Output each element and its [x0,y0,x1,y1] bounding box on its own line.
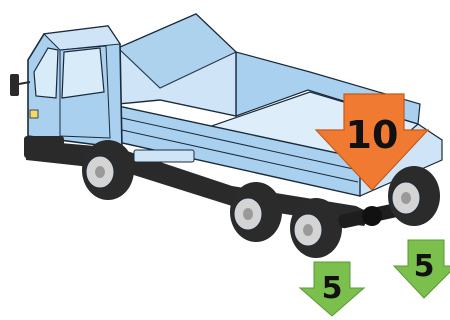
front-wheel [82,140,134,200]
headlight [30,110,38,118]
front-bumper [24,136,64,158]
rear-axle-wheel-near-2 [290,198,342,258]
reaction-arrow-right-label: 5 [414,249,435,284]
side-mirror [10,74,19,96]
reaction-arrow-left-label: 5 [322,271,343,306]
side-window [62,48,104,98]
reaction-arrow-right: 5 [394,240,450,298]
reaction-arrow-left: 5 [300,262,364,316]
load-arrow-label: 10 [346,113,399,157]
rear-axle-wheel-near-1 [230,182,282,242]
side-step [134,150,194,162]
rear-axle-wheel-far [388,166,440,226]
